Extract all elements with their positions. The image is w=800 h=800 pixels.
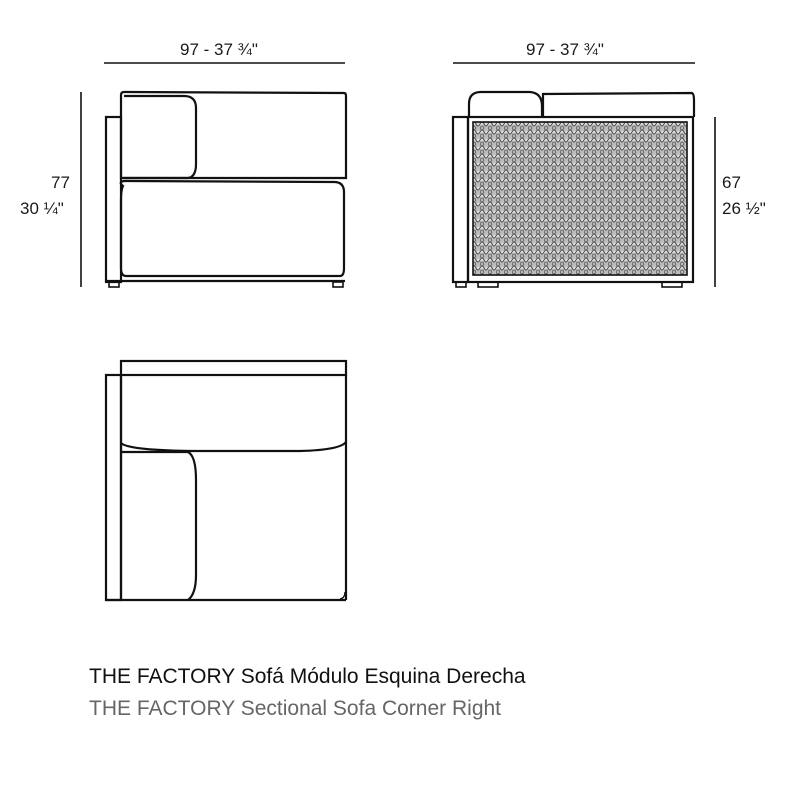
top-back-edge — [119, 359, 348, 377]
front-foot-left — [108, 281, 120, 288]
side-foot-3 — [661, 281, 683, 288]
front-height-cm-label: 77 — [51, 173, 70, 192]
front-backrest — [119, 90, 348, 180]
top-view — [104, 359, 348, 602]
side-foot-2 — [477, 281, 499, 288]
side-height-in-label: 26 ½" — [722, 199, 766, 218]
top-side-cushion — [121, 450, 198, 601]
side-view — [451, 62, 716, 288]
front-foot-right — [332, 281, 344, 288]
front-arm — [104, 115, 123, 284]
front-width-label: 97 - 37 ¾" — [180, 40, 258, 59]
top-arm — [104, 373, 123, 602]
product-title-english: THE FACTORY Sectional Sofa Corner Right — [89, 697, 502, 720]
side-back-cushion-right — [541, 91, 696, 117]
side-height-cm-label: 67 — [722, 173, 741, 192]
side-arm — [451, 115, 470, 284]
side-foot-1 — [455, 281, 467, 288]
side-width-label: 97 - 37 ¾" — [526, 40, 604, 59]
side-woven-panel — [472, 121, 688, 276]
front-height-in-label: 30 ¼" — [20, 199, 64, 218]
front-view — [80, 62, 348, 288]
top-backrest-cushion — [120, 441, 347, 453]
product-title-spanish: THE FACTORY Sofá Módulo Esquina Derecha — [89, 665, 526, 688]
front-back-cushion — [123, 94, 198, 180]
front-seat-cushion — [119, 179, 346, 278]
side-back-cushion-left — [467, 90, 544, 117]
side-frame — [466, 115, 695, 284]
